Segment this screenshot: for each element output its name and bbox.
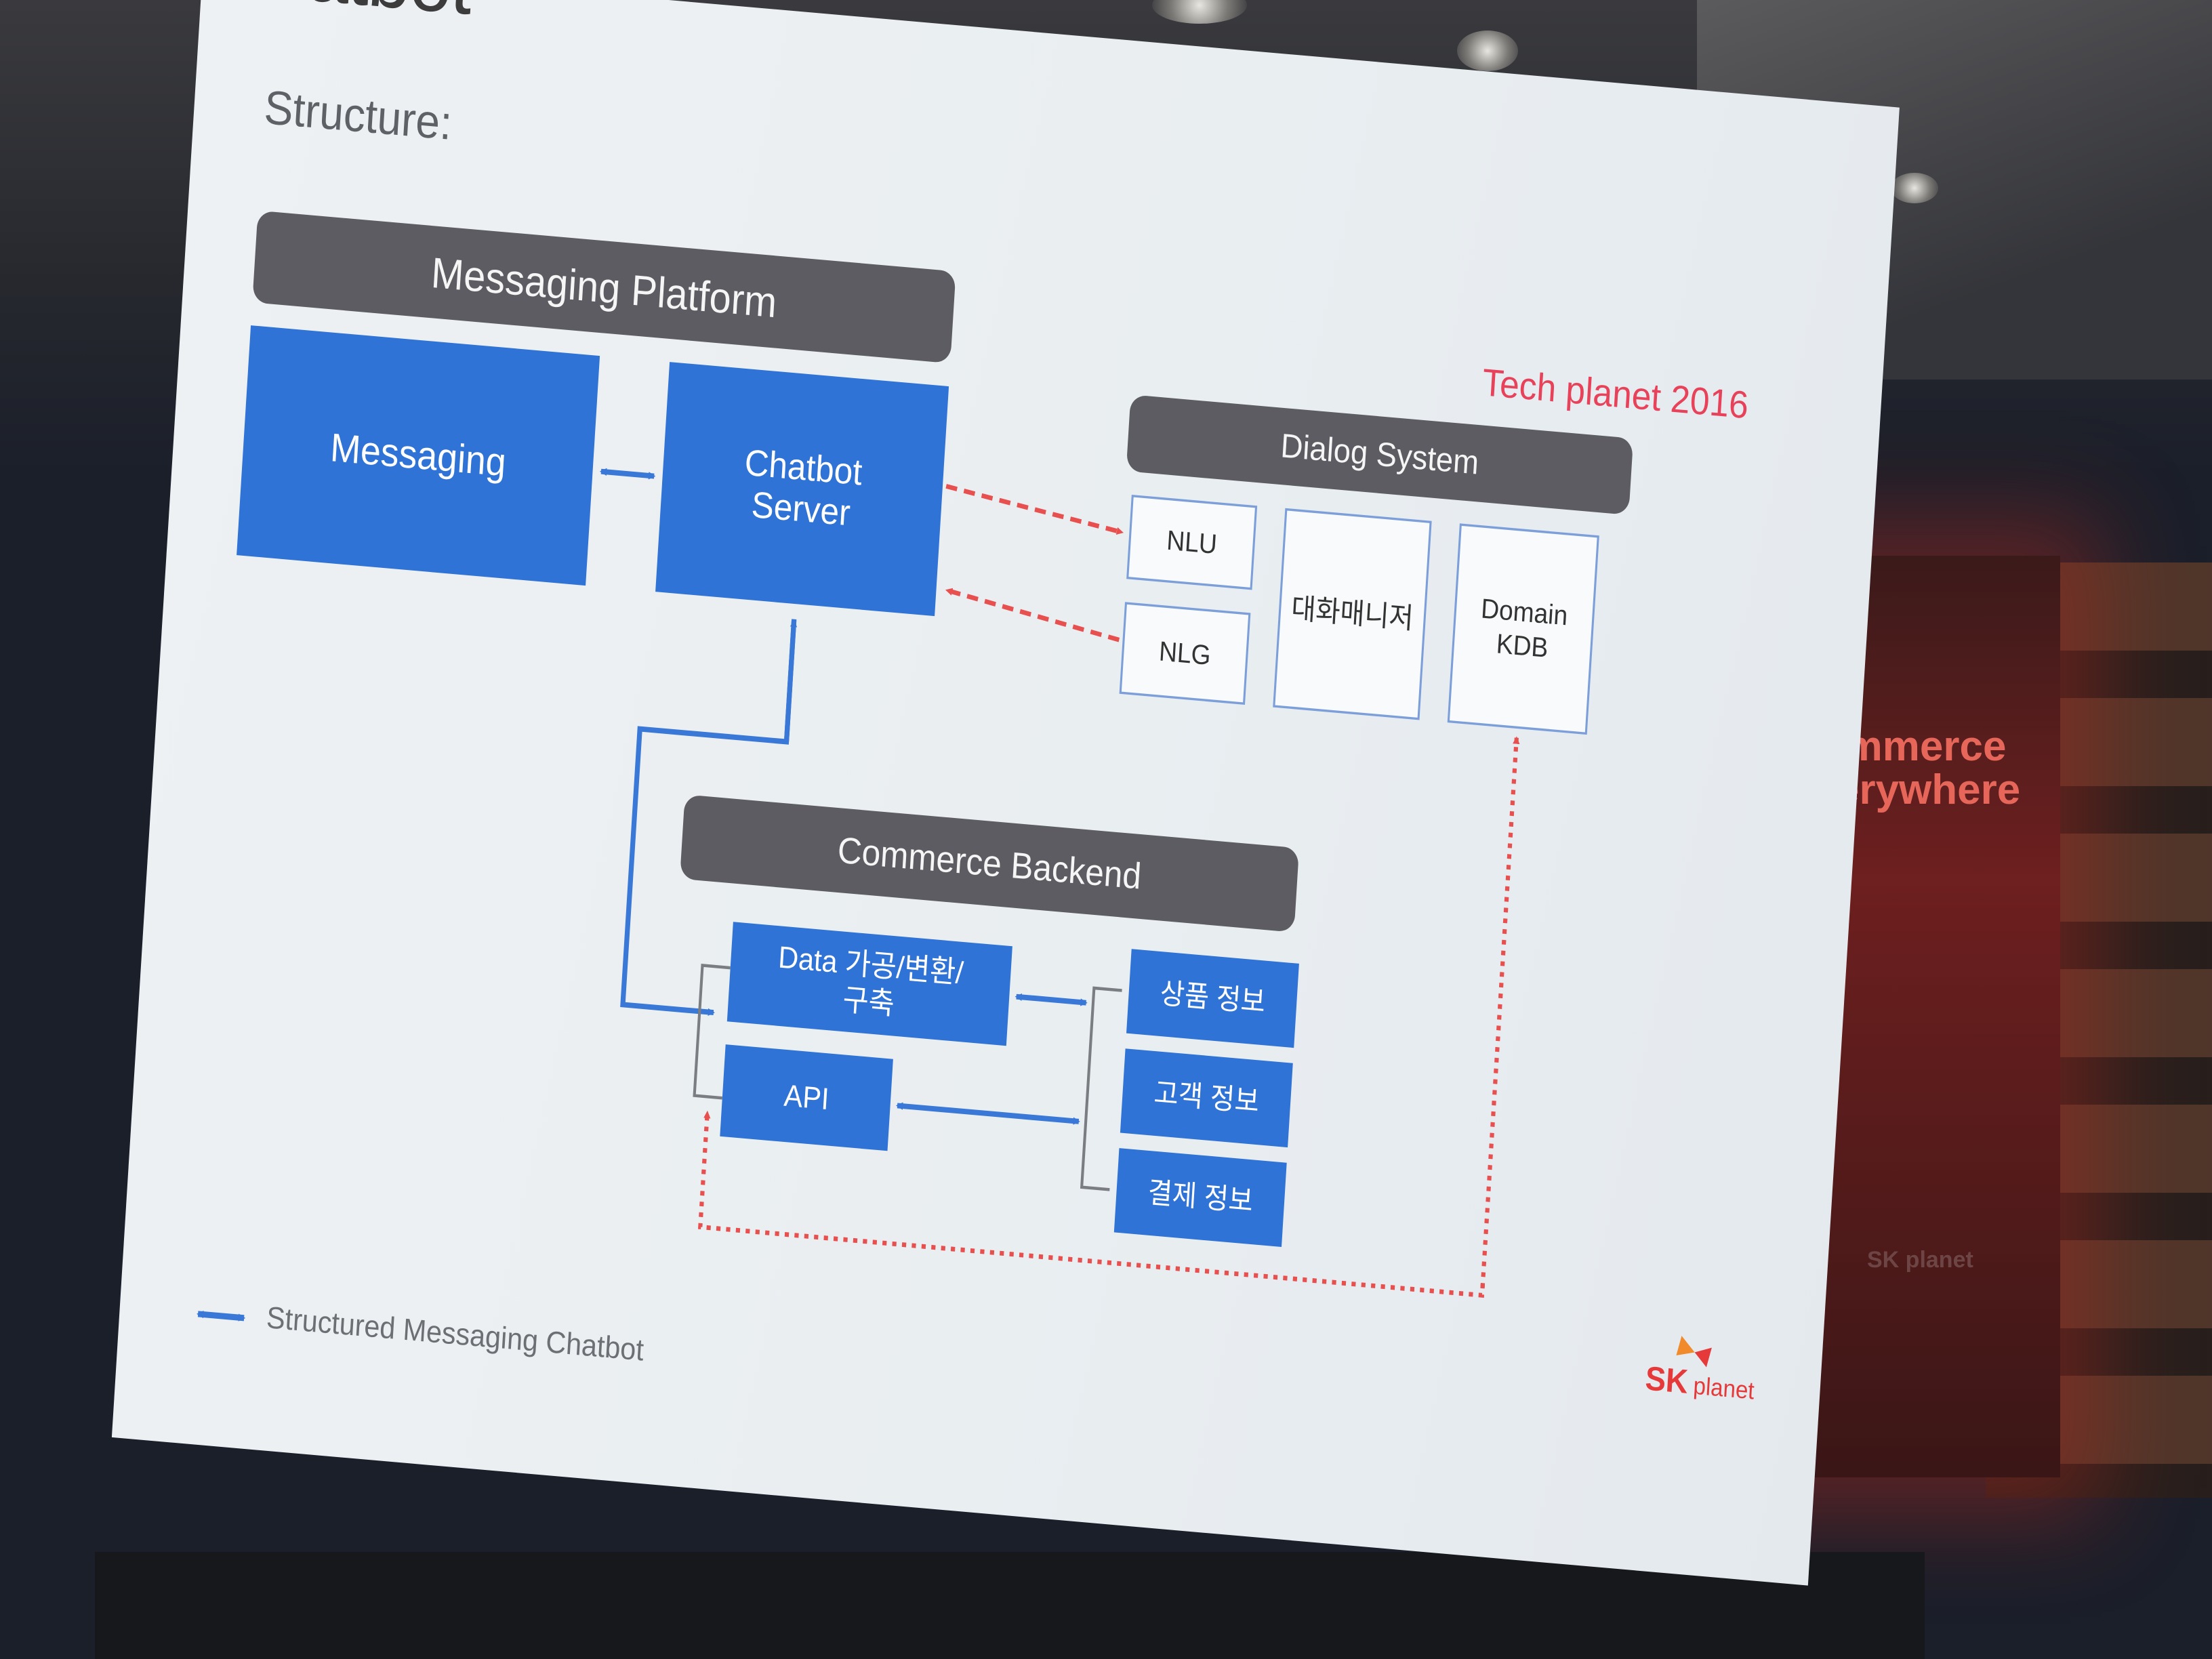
connector-layer bbox=[197, 468, 1712, 1368]
logo-planet: planet bbox=[1692, 1371, 1755, 1405]
logo-sk: SK bbox=[1644, 1359, 1689, 1401]
banner-logo: SK planet bbox=[1867, 1247, 1973, 1273]
right-bracket bbox=[1080, 986, 1122, 1191]
chatbot-to-nlu-arrow bbox=[945, 484, 1124, 535]
api-info-arrow bbox=[895, 1102, 1080, 1125]
messaging-chatbot-arrow bbox=[599, 468, 656, 480]
chatbot-backend-arrow bbox=[620, 619, 797, 1017]
projected-slide: hatbot Structure: Tech planet 2016 Messa… bbox=[111, 0, 1900, 1586]
stage-shadow bbox=[95, 1552, 1925, 1659]
ceiling-light bbox=[1457, 30, 1518, 71]
data-info-arrow bbox=[1015, 993, 1088, 1006]
left-bracket bbox=[693, 964, 731, 1100]
ceiling-light bbox=[1891, 173, 1938, 203]
legend-arrow bbox=[197, 1310, 246, 1322]
nlg-to-chatbot-arrow bbox=[945, 588, 1120, 642]
kdb-api-dotted-arrow bbox=[698, 1110, 1486, 1298]
sk-pinwheel-icon bbox=[1676, 1336, 1712, 1368]
